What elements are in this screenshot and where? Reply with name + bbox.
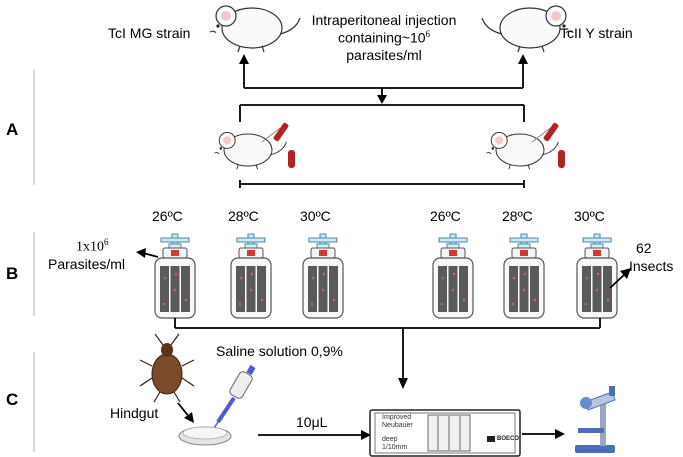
- jar-4-icon: [432, 233, 474, 319]
- chamber-line: Improved: [382, 414, 412, 421]
- chamber-brand: BOECO: [497, 436, 520, 442]
- parasite-density-unit: Parasites/ml: [48, 256, 126, 272]
- jar-3-icon: [302, 233, 344, 319]
- injection-prefix: containing~10: [337, 29, 426, 46]
- temperature-label: 28ºC: [228, 208, 259, 224]
- density-exponent: 6: [104, 237, 109, 247]
- bottom-connector: [174, 318, 601, 380]
- arrowhead-right-mouse: [518, 54, 528, 64]
- parasite-density: 1x106: [76, 237, 109, 256]
- density-prefix: 1x10: [76, 239, 104, 255]
- chamber-line: Neubauer: [382, 422, 413, 429]
- jar-6-icon: [576, 233, 618, 319]
- injection-line2: containing~106: [300, 29, 468, 46]
- insect-count: 62: [636, 240, 652, 256]
- temperature-label: 30ºC: [574, 208, 605, 224]
- pipette-icon: [213, 365, 256, 429]
- blood-tube-right-icon: [531, 122, 565, 168]
- temperature-label: 26ºC: [152, 208, 183, 224]
- right-strain-label: TcII Y strain: [560, 25, 633, 41]
- temperature-label: 26ºC: [430, 208, 461, 224]
- chamber-line: deep: [382, 436, 398, 443]
- chamber-text: Improved Neubauer deep 1/10mm: [382, 414, 413, 452]
- section-c-label: C: [6, 390, 19, 409]
- hindgut-label: Hindgut: [110, 405, 159, 421]
- left-strain-label: TcI MG strain: [108, 25, 191, 41]
- injection-exponent: 6: [425, 29, 431, 39]
- saline-solution-label: Saline solution 0,9%: [216, 343, 343, 359]
- microscope-icon: [575, 386, 616, 453]
- mouse-tci-icon: [209, 5, 301, 53]
- jar-1-icon: [154, 233, 196, 319]
- injection-line3: parasites/ml: [346, 47, 422, 63]
- injection-line1: Intraperitoneal injection: [311, 12, 457, 28]
- neubauer-chamber-icon: [369, 409, 521, 457]
- arrow-insects: [609, 273, 626, 289]
- section-b-label: B: [6, 264, 19, 283]
- petri-dish-icon: [178, 426, 232, 446]
- insect-label: Insects: [629, 258, 674, 274]
- volume-label: 10μL: [296, 414, 328, 430]
- arrowhead-to-chamber: [398, 378, 408, 389]
- jar-5-icon: [503, 233, 545, 319]
- section-a-label: A: [6, 120, 19, 139]
- temperature-label: 28ºC: [502, 208, 533, 224]
- chamber-line: 1/10mm: [382, 444, 408, 451]
- mouse-tcii-icon: [481, 5, 573, 53]
- temperature-label: 30ºC: [300, 208, 331, 224]
- arrow-density: [142, 252, 159, 258]
- arrowhead-left-mouse: [239, 54, 249, 64]
- arrowhead-down: [377, 95, 387, 104]
- top-connector: [239, 62, 525, 122]
- triatomine-insect-icon: [139, 333, 195, 403]
- jar-2-icon: [230, 233, 272, 319]
- jar-connector: [239, 180, 525, 188]
- blood-tube-left-icon: [261, 122, 295, 168]
